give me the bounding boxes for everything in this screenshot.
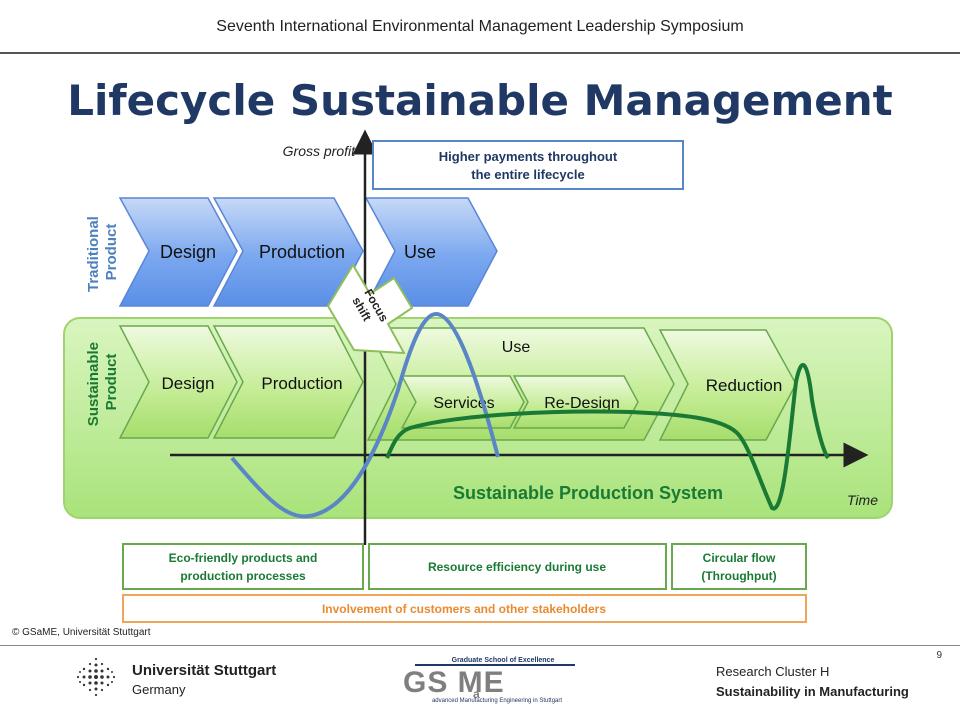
circular-flow-box: Circular flow (Throughput) <box>671 543 807 590</box>
svg-text:Services: Services <box>433 395 494 412</box>
svg-text:Production: Production <box>259 242 345 262</box>
use-substage-redesign: Re-Design <box>512 375 639 429</box>
y-axis-label: Gross profit <box>283 143 356 159</box>
svg-text:Design: Design <box>162 374 215 393</box>
sustainable-stage-design: Design <box>118 325 238 439</box>
symposium-header: Seventh International Environmental Mana… <box>216 18 744 35</box>
involvement-box: Involvement of customers and other stake… <box>122 594 807 623</box>
traditional-profit-curve <box>230 311 500 519</box>
resource-efficiency-box: Resource efficiency during use <box>368 543 667 590</box>
higher-payments-note: Higher payments throughout the entire li… <box>372 140 684 190</box>
svg-text:Higher payments throughout: Higher payments throughout <box>439 149 618 164</box>
sustainable-stage-reduction: Reduction <box>658 329 797 441</box>
svg-text:Re-Design: Re-Design <box>544 395 620 412</box>
svg-text:Circular flow: Circular flow <box>703 551 776 565</box>
sustainable-product-label: Sustainable Product <box>85 338 120 426</box>
gsame-logo: Graduate School of Excellence GS ME a ad… <box>403 657 575 704</box>
traditional-stage-use: Use <box>364 197 498 307</box>
svg-text:GS ME: GS ME <box>403 666 505 699</box>
svg-text:Use: Use <box>502 339 531 356</box>
svg-text:a: a <box>473 687 480 701</box>
footer-divider <box>0 645 960 646</box>
svg-text:the entire lifecycle: the entire lifecycle <box>471 167 584 182</box>
svg-text:production processes: production processes <box>180 569 306 583</box>
research-cluster: Research Cluster H <box>716 664 830 679</box>
traditional-product-label: Traditional Product <box>85 212 120 292</box>
research-cluster-topic: Sustainability in Manufacturing <box>716 684 909 699</box>
university-name: Universität Stuttgart <box>132 662 277 679</box>
svg-text:Eco-friendly products and: Eco-friendly products and <box>169 551 318 565</box>
sustainable-production-system-label: Sustainable Production System <box>453 483 723 503</box>
header-divider <box>0 52 960 54</box>
university-country: Germany <box>132 682 186 697</box>
svg-text:advanced Manufacturing Enginee: advanced Manufacturing Engineering in St… <box>432 698 562 704</box>
focus-shift-arrow: Focus shift <box>326 263 414 355</box>
sustainable-stage-production: Production <box>212 325 364 439</box>
copyright-notice: © GSaME, Universität Stuttgart <box>12 627 151 638</box>
traditional-stage-design: Design <box>118 197 238 307</box>
page-title: Lifecycle Sustainable Management <box>67 76 893 125</box>
eco-friendly-box: Eco-friendly products and production pro… <box>122 543 364 590</box>
svg-text:Use: Use <box>404 242 436 262</box>
svg-text:Reduction: Reduction <box>706 376 783 395</box>
svg-text:Involvement of customers and o: Involvement of customers and other stake… <box>322 602 606 616</box>
svg-text:Design: Design <box>160 242 216 262</box>
sustainable-profit-curve <box>385 363 830 511</box>
svg-text:(Throughput): (Throughput) <box>701 569 776 583</box>
svg-text:Production: Production <box>261 374 342 393</box>
svg-text:Resource efficiency during use: Resource efficiency during use <box>428 560 606 574</box>
university-logo-icon <box>76 657 116 697</box>
page-number: 9 <box>936 650 942 661</box>
lifecycle-diagram: Traditional Product Sustainable Product … <box>63 129 893 623</box>
x-axis-label: Time <box>847 492 878 508</box>
svg-text:Graduate School of Excellence: Graduate School of Excellence <box>452 657 555 664</box>
